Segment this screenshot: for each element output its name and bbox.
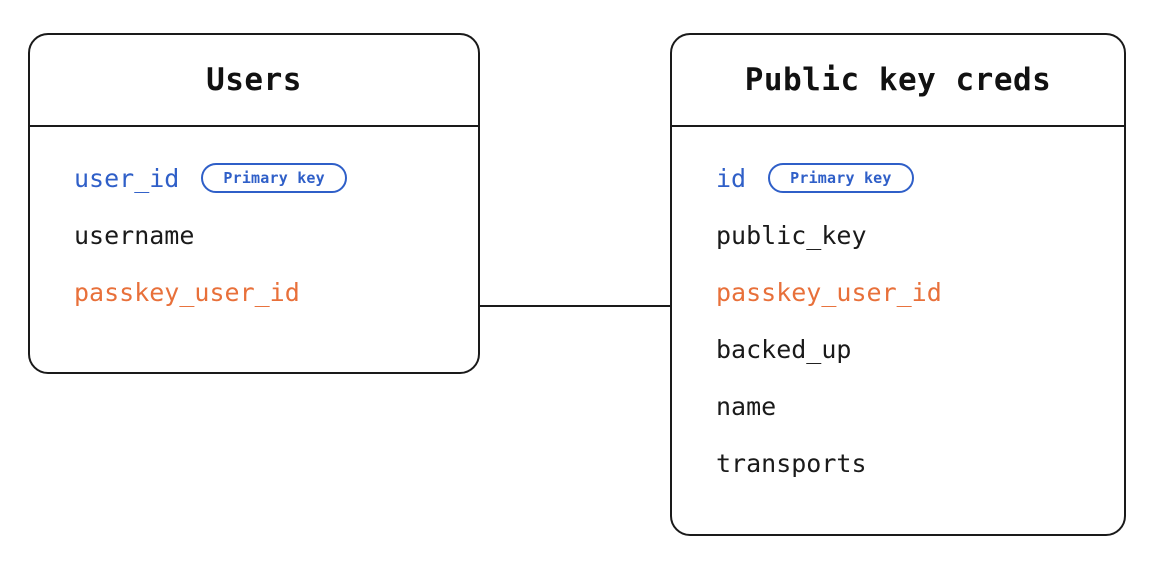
entity-users-title: Users: [206, 61, 302, 98]
field-row[interactable]: id Primary key: [716, 161, 1124, 195]
field-row[interactable]: passkey_user_id: [74, 275, 478, 309]
field-name-passkey-user-id: passkey_user_id: [74, 277, 300, 307]
field-row[interactable]: user_id Primary key: [74, 161, 478, 195]
field-name-id: id: [716, 163, 747, 193]
field-name-transports: transports: [716, 448, 867, 478]
field-row[interactable]: name: [716, 389, 1124, 423]
primary-key-badge: Primary key: [201, 163, 347, 193]
field-name-username: username: [74, 220, 195, 250]
field-row[interactable]: transports: [716, 446, 1124, 480]
primary-key-badge: Primary key: [768, 163, 914, 193]
entity-users-field-list: user_id Primary key username passkey_use…: [30, 127, 478, 309]
entity-public-key-creds-title: Public key creds: [744, 61, 1052, 98]
field-row[interactable]: public_key: [716, 218, 1124, 252]
entity-users-header: Users: [30, 35, 478, 127]
entity-public-key-creds[interactable]: Public key creds id Primary key public_k…: [670, 33, 1126, 536]
field-row[interactable]: passkey_user_id: [716, 275, 1124, 309]
field-row[interactable]: backed_up: [716, 332, 1124, 366]
entity-users[interactable]: Users user_id Primary key username passk…: [28, 33, 480, 374]
field-row[interactable]: username: [74, 218, 478, 252]
field-name-passkey-user-id: passkey_user_id: [716, 277, 942, 307]
field-name-name: name: [716, 391, 777, 421]
entity-public-key-creds-field-list: id Primary key public_key passkey_user_i…: [672, 127, 1124, 480]
field-name-public-key: public_key: [716, 220, 867, 250]
entity-public-key-creds-header: Public key creds: [672, 35, 1124, 127]
field-name-backed-up: backed_up: [716, 334, 852, 364]
field-name-user-id: user_id: [74, 163, 180, 193]
relationship-connector-line: [479, 305, 671, 307]
